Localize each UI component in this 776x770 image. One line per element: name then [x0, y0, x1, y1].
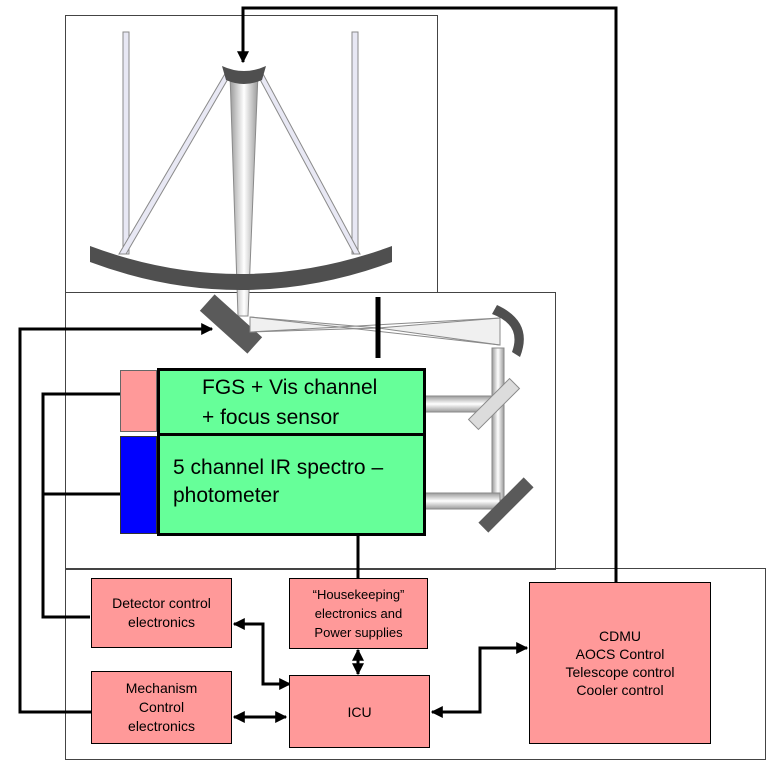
collimator-mirror — [492, 305, 524, 357]
dichroic — [467, 377, 521, 431]
telescope-struts — [118, 31, 361, 255]
ir-channel-line1: 5 channel IR spectro – — [173, 456, 384, 479]
mechanism-control-box: Mechanism Control electronics — [91, 671, 232, 744]
ir-detector — [120, 436, 157, 534]
detector-control-box: Detector control electronics — [91, 578, 232, 648]
electronics-zone — [65, 568, 766, 760]
ir-beam — [423, 492, 501, 510]
vertical-beam — [491, 347, 505, 501]
fold-mirror — [199, 294, 263, 354]
optical-bench-zone — [65, 292, 556, 570]
primary-mirror — [90, 246, 392, 290]
icu-box: ICU — [289, 675, 430, 748]
ir-channel-line2: photometer — [173, 484, 280, 507]
vis-channel-line2: + focus sensor — [202, 406, 340, 429]
vis-channel-line1: FGS + Vis channel — [202, 376, 378, 399]
ir-channel-box: 5 channel IR spectro – photometer — [157, 433, 426, 536]
vis-channel-box: FGS + Vis channel + focus sensor — [157, 368, 426, 436]
cdmu-box: CDMU AOCS Control Telescope control Cool… — [529, 582, 711, 744]
housekeeping-box: “Housekeeping” electronics and Power sup… — [289, 578, 428, 649]
wiring — [18, 6, 618, 723]
vis-detector — [120, 370, 157, 432]
lower-fold-mirror — [478, 477, 534, 533]
secondary-mirror — [222, 66, 266, 84]
